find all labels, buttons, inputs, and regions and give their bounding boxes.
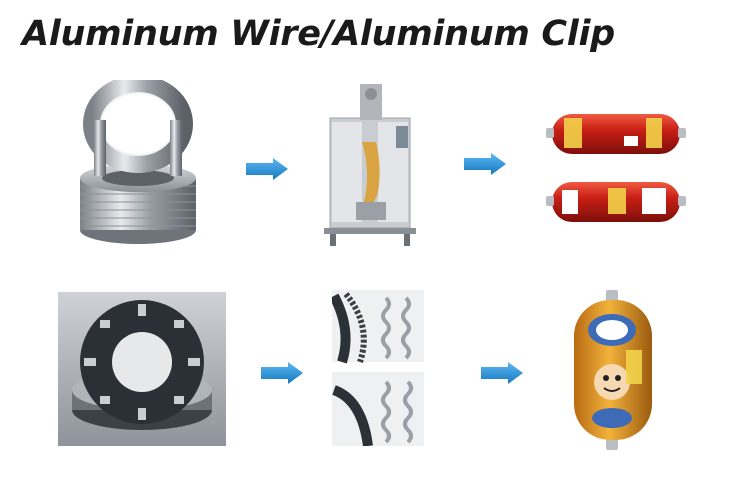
orange-sausage-image (568, 290, 658, 450)
red-sausages-image (546, 108, 688, 232)
aluminum-clip-coil-image (58, 292, 226, 446)
blue-arrow-icon (261, 362, 303, 384)
aluminum-wire-coil-image (76, 80, 198, 248)
clipping-machine-image (320, 82, 420, 248)
blue-arrow-icon (464, 153, 506, 175)
page-title: Aluminum Wire/Aluminum Clip (22, 14, 615, 54)
blue-arrow-icon (246, 158, 288, 180)
clip-closeups-image (332, 290, 424, 446)
blue-arrow-icon (481, 362, 523, 384)
